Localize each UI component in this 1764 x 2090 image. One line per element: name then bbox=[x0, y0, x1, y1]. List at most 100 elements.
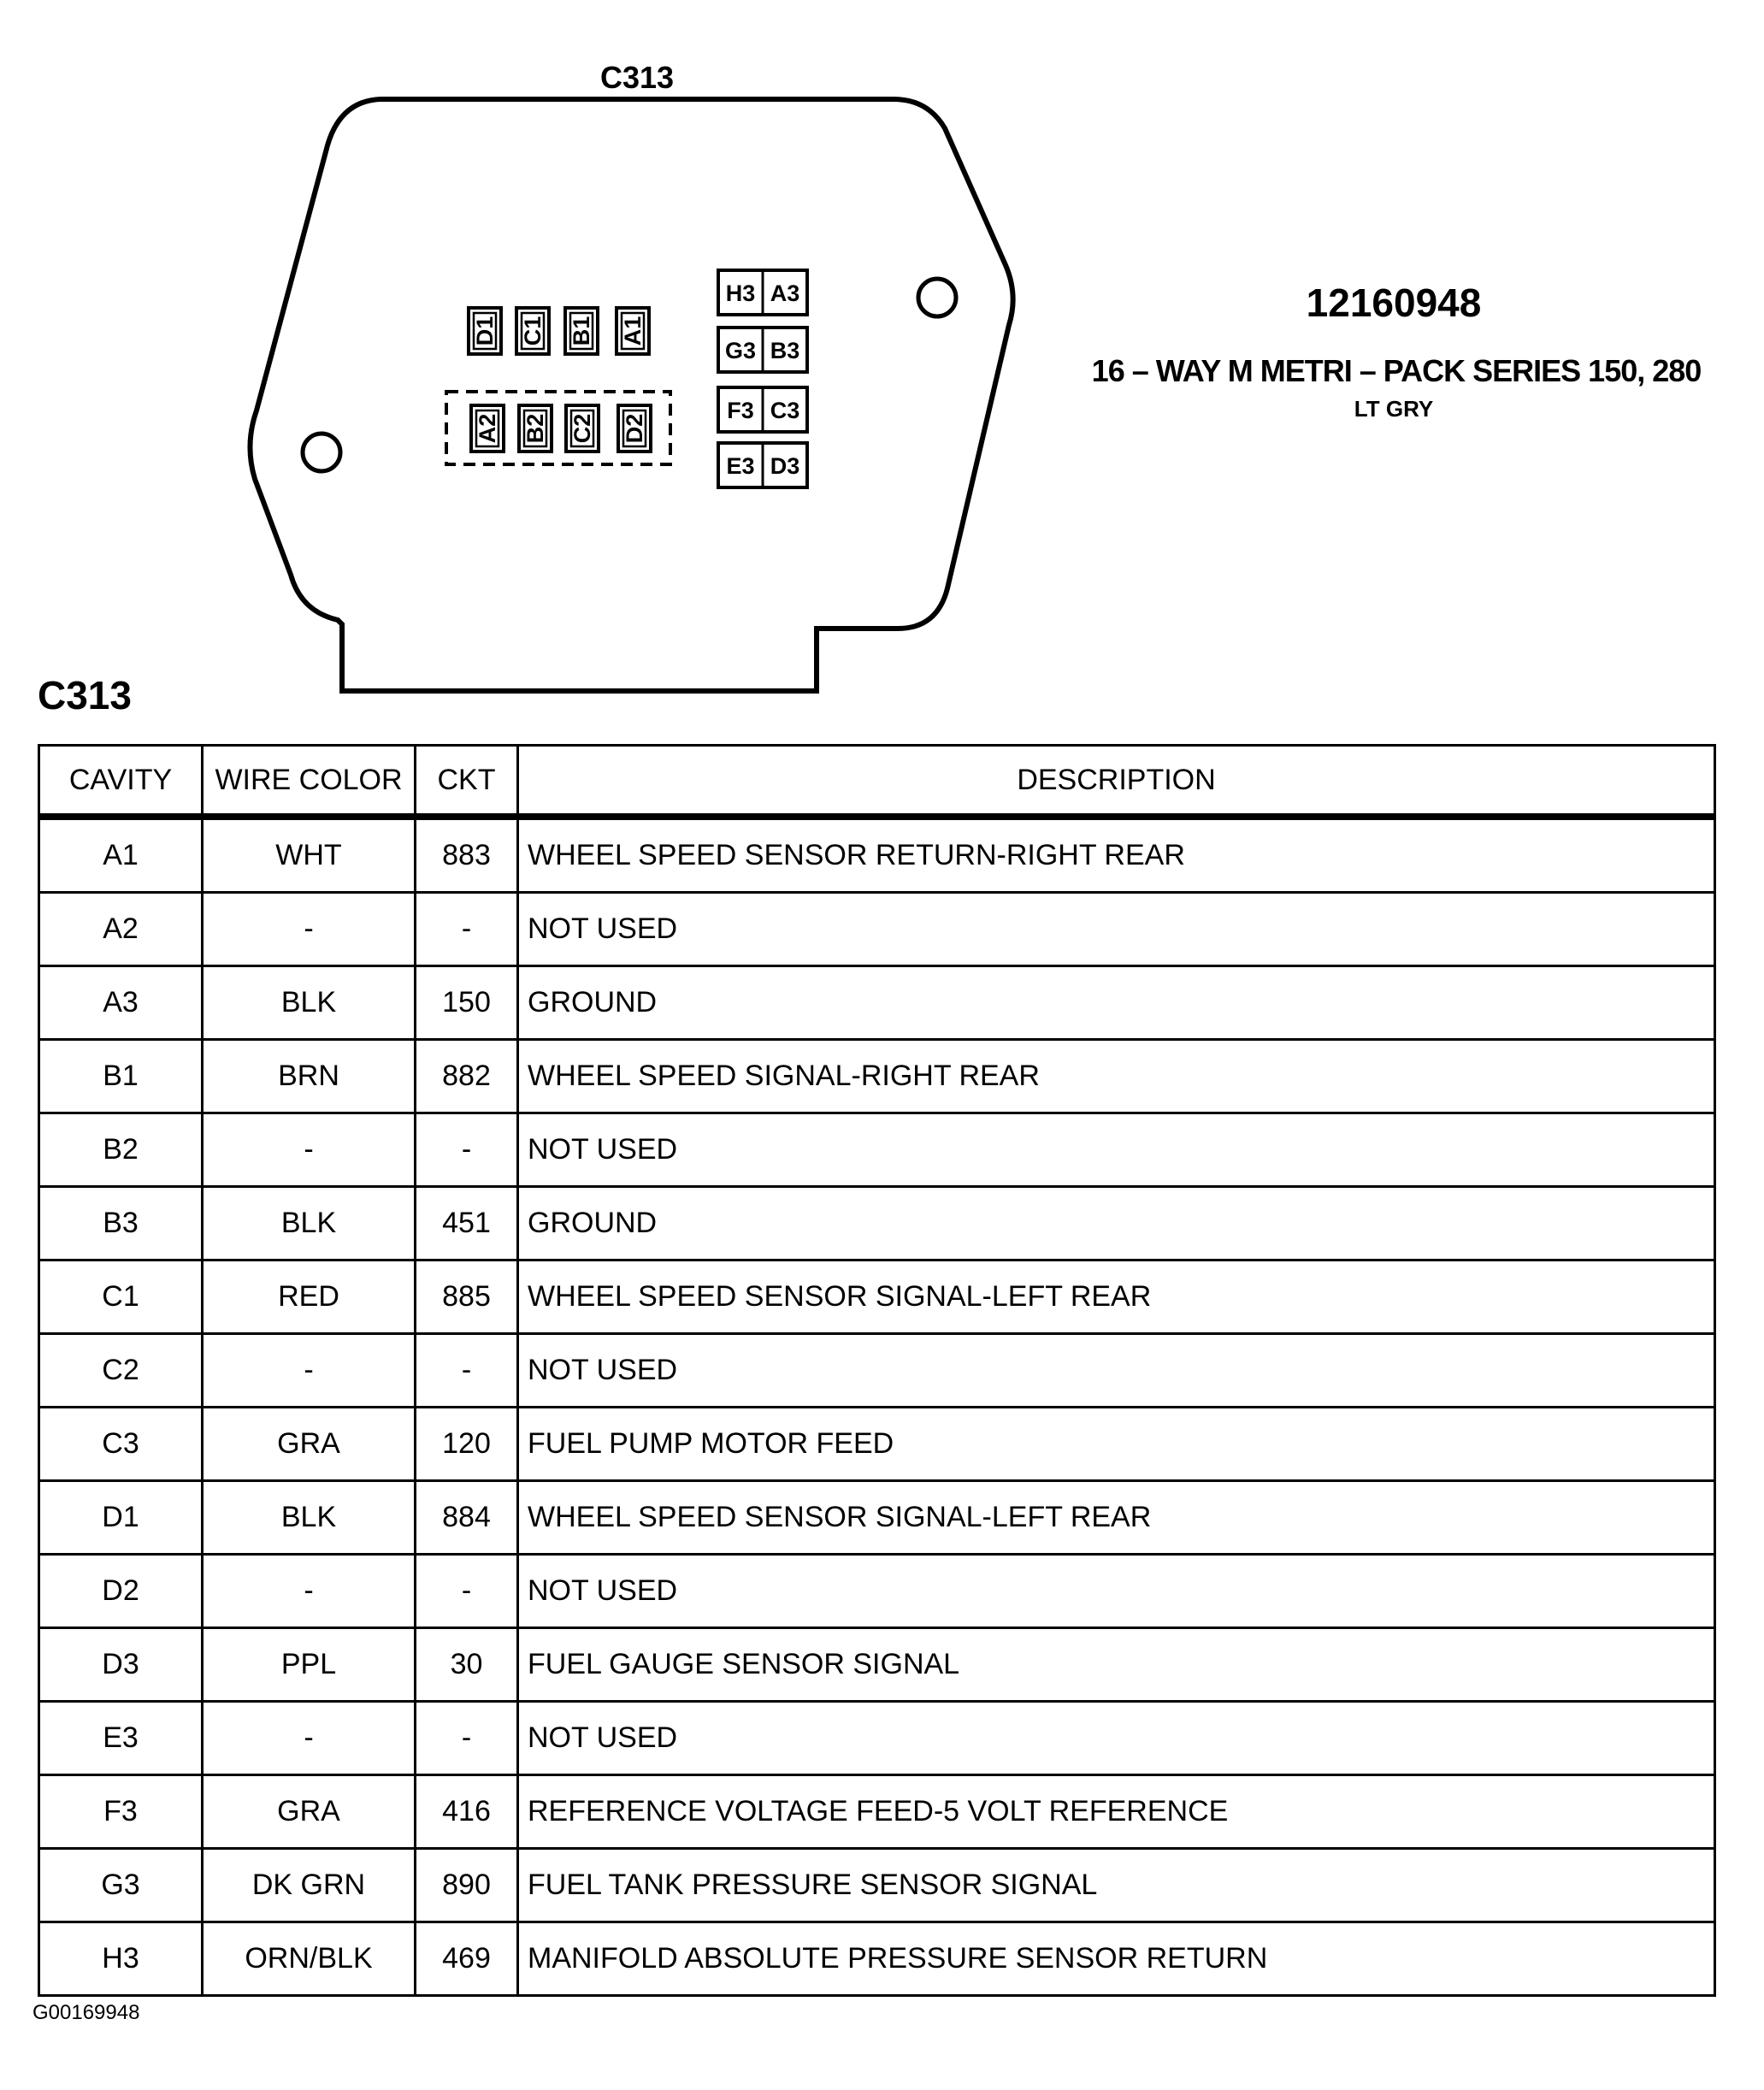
pin-row-lower-left: A2 B2 C2 D2 bbox=[469, 404, 652, 453]
pin-label: C1 bbox=[520, 316, 546, 346]
cell-cavity: B3 bbox=[38, 1185, 204, 1261]
cell-cavity: H3 bbox=[38, 1921, 204, 1997]
cell-wire-color: - bbox=[201, 1553, 416, 1629]
cell-wire-color: - bbox=[201, 1332, 416, 1408]
cell-cavity: A1 bbox=[38, 815, 204, 894]
cell-description: NOT USED bbox=[516, 1700, 1716, 1776]
pin-label: B1 bbox=[569, 316, 594, 346]
pin-label: A2 bbox=[475, 414, 500, 444]
pin-label: B2 bbox=[522, 414, 548, 444]
cell-cavity: F3 bbox=[38, 1774, 204, 1850]
pin-label: B3 bbox=[770, 338, 800, 363]
cell-wire-color: GRA bbox=[201, 1774, 416, 1850]
connector-label: C313 bbox=[600, 60, 674, 95]
cell-description: MANIFOLD ABSOLUTE PRESSURE SENSOR RETURN bbox=[516, 1921, 1716, 1997]
table-header-row: CAVITY WIRE COLOR CKT DESCRIPTION bbox=[38, 744, 1716, 820]
cell-description: FUEL TANK PRESSURE SENSOR SIGNAL bbox=[516, 1847, 1716, 1923]
cell-description: GROUND bbox=[516, 965, 1716, 1041]
pin-label: D3 bbox=[770, 453, 800, 479]
pin-label: H3 bbox=[726, 280, 756, 306]
cell-wire-color: WHT bbox=[201, 815, 416, 894]
connector-description: 16 – WAY M METRI – PACK SERIES 150, 280 bbox=[1092, 353, 1702, 388]
mounting-hole-left bbox=[300, 431, 343, 474]
mounting-hole-right bbox=[916, 276, 959, 319]
part-number: 12160948 bbox=[1307, 280, 1482, 325]
cell-description: NOT USED bbox=[516, 1553, 1716, 1629]
cell-description: NOT USED bbox=[516, 891, 1716, 967]
cell-cavity: B1 bbox=[38, 1038, 204, 1114]
cell-description: FUEL PUMP MOTOR FEED bbox=[516, 1406, 1716, 1482]
figure-code: G00169948 bbox=[32, 2001, 140, 2024]
cell-cavity: A2 bbox=[38, 891, 204, 967]
cell-cavity: C3 bbox=[38, 1406, 204, 1482]
connector-diagram: C313 D1 C1 B1 A1 A2 B2 C2 D2 bbox=[247, 60, 1702, 694]
header-description: DESCRIPTION bbox=[516, 744, 1716, 820]
cell-ckt: 884 bbox=[414, 1479, 519, 1556]
cell-ckt: 451 bbox=[414, 1185, 519, 1261]
cell-description: NOT USED bbox=[516, 1112, 1716, 1188]
pin-grid-right: H3 A3 G3 B3 F3 C3 E3 D3 bbox=[717, 269, 809, 489]
cell-wire-color: PPL bbox=[201, 1627, 416, 1703]
cell-description: WHEEL SPEED SENSOR RETURN-RIGHT REAR bbox=[516, 815, 1716, 894]
cell-wire-color: BLK bbox=[201, 1479, 416, 1556]
cell-ckt: 890 bbox=[414, 1847, 519, 1923]
pin-label: A1 bbox=[620, 316, 646, 346]
pin-label: E3 bbox=[726, 453, 754, 479]
pin-label: D2 bbox=[622, 414, 647, 444]
cell-wire-color: ORN/BLK bbox=[201, 1921, 416, 1997]
header-ckt: CKT bbox=[414, 744, 519, 820]
cell-ckt: - bbox=[414, 1700, 519, 1776]
cell-description: WHEEL SPEED SIGNAL-RIGHT REAR bbox=[516, 1038, 1716, 1114]
cell-cavity: E3 bbox=[38, 1700, 204, 1776]
table-row: B2--NOT USED bbox=[38, 1112, 1716, 1188]
cell-ckt: 883 bbox=[414, 815, 519, 894]
cell-ckt: 150 bbox=[414, 965, 519, 1041]
cell-ckt: - bbox=[414, 1112, 519, 1188]
cell-description: WHEEL SPEED SENSOR SIGNAL-LEFT REAR bbox=[516, 1479, 1716, 1556]
cell-wire-color: RED bbox=[201, 1259, 416, 1335]
cell-wire-color: - bbox=[201, 1700, 416, 1776]
pin-row-upper-left: D1 C1 B1 A1 bbox=[467, 306, 651, 356]
cell-wire-color: GRA bbox=[201, 1406, 416, 1482]
cell-ckt: 120 bbox=[414, 1406, 519, 1482]
cell-wire-color: DK GRN bbox=[201, 1847, 416, 1923]
table-row: A2--NOT USED bbox=[38, 891, 1716, 967]
cell-ckt: - bbox=[414, 891, 519, 967]
table-row: C2--NOT USED bbox=[38, 1332, 1716, 1408]
connector-housing bbox=[247, 97, 1016, 694]
cell-cavity: G3 bbox=[38, 1847, 204, 1923]
cell-description: REFERENCE VOLTAGE FEED-5 VOLT REFERENCE bbox=[516, 1774, 1716, 1850]
cell-cavity: B2 bbox=[38, 1112, 204, 1188]
cell-cavity: A3 bbox=[38, 965, 204, 1041]
pin-label: C3 bbox=[770, 398, 800, 423]
cell-wire-color: - bbox=[201, 891, 416, 967]
connector-color: LT GRY bbox=[1354, 396, 1433, 422]
cell-cavity: D2 bbox=[38, 1553, 204, 1629]
cell-ckt: 882 bbox=[414, 1038, 519, 1114]
pin-label: G3 bbox=[725, 338, 756, 363]
cell-ckt: 885 bbox=[414, 1259, 519, 1335]
cell-cavity: C1 bbox=[38, 1259, 204, 1335]
cell-ckt: 416 bbox=[414, 1774, 519, 1850]
header-cavity: CAVITY bbox=[38, 744, 204, 820]
cell-ckt: 30 bbox=[414, 1627, 519, 1703]
cell-ckt: - bbox=[414, 1553, 519, 1629]
pin-label: F3 bbox=[727, 398, 754, 423]
cell-description: FUEL GAUGE SENSOR SIGNAL bbox=[516, 1627, 1716, 1703]
pin-label: A3 bbox=[770, 280, 800, 306]
cell-wire-color: BRN bbox=[201, 1038, 416, 1114]
unused-cavity-bracket bbox=[445, 390, 672, 466]
cell-description: WHEEL SPEED SENSOR SIGNAL-LEFT REAR bbox=[516, 1259, 1716, 1335]
